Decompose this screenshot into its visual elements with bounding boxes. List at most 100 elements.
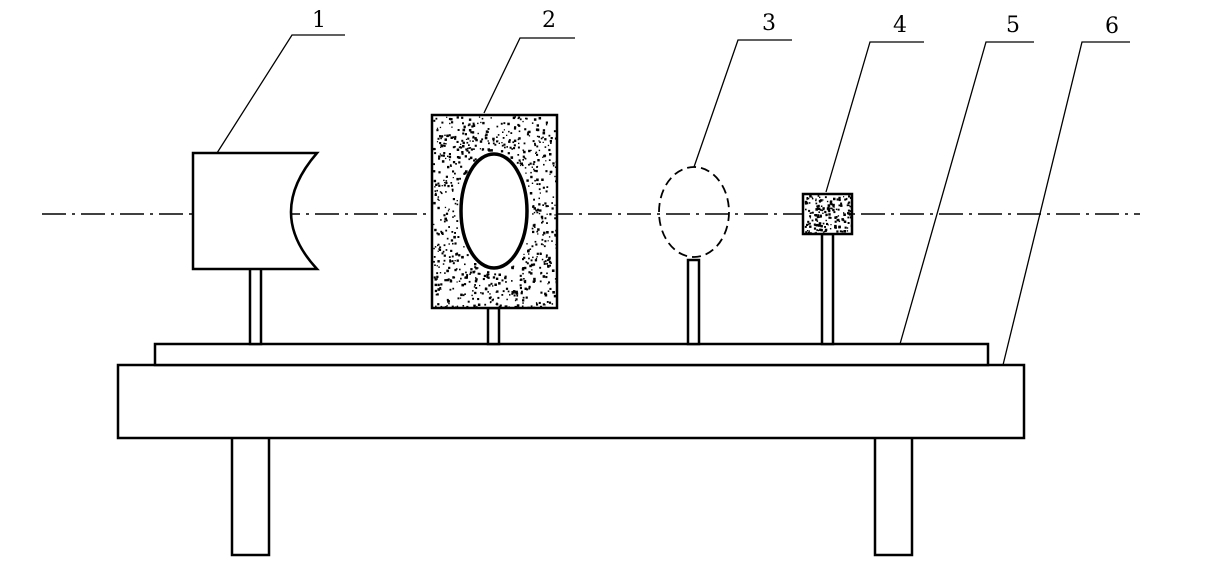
speckle-dot [818,222,822,225]
speckle-dot [551,207,554,210]
speckle-dot [825,219,827,222]
speckle-dot [826,200,829,203]
speckle-dot [447,165,450,169]
speckle-dot [445,229,448,232]
speckle-dot [536,178,539,182]
speckle-dot [459,297,462,299]
speckle-dot [434,228,437,232]
speckle-dot [459,268,461,271]
speckle-dot [445,157,447,160]
speckle-dot [452,276,455,279]
speckle-dot [487,140,489,142]
speckle-dot [462,145,465,148]
speckle-dot [538,203,541,206]
speckle-dot [457,182,460,184]
speckle-dot [822,231,825,233]
speckle-dot [815,208,818,211]
speckle-dot [443,254,446,257]
speckle-dot [450,165,452,167]
speckle-dot [548,236,551,238]
speckle-dot [554,175,556,178]
speckle-dot [508,140,511,143]
speckle-dot [454,202,457,205]
callout-3: 3 [762,11,776,36]
speckle-dot [818,207,821,210]
speckle-dot [533,211,536,214]
speckle-dot [830,224,832,226]
speckle-dot [518,130,521,133]
speckle-dot [534,142,536,145]
speckle-texture [433,116,557,308]
speckle-dot [538,183,541,186]
speckle-dot [536,303,539,306]
speckle-dot [836,230,839,233]
post-2 [486,306,501,346]
speckle-dot [824,226,826,228]
speckle-dot [515,290,518,294]
speckle-dot [472,122,475,125]
speckle-dot [490,282,493,285]
speckle-dot [511,280,513,282]
speckle-dot [436,275,439,278]
speckle-dot [543,154,546,158]
speckle-dot [494,273,497,276]
speckle-dot [538,117,542,120]
speckle-dot [547,144,550,147]
speckle-dot [822,222,825,225]
speckle-dot [821,209,823,212]
speckle-dot [848,195,851,198]
speckle-dot [534,226,536,228]
speckle-dot [510,156,514,159]
speckle-dot [538,209,541,212]
speckle-dot [525,296,528,299]
speckle-dot [843,196,845,198]
speckle-dot [522,272,524,275]
speckle-dot [448,300,450,302]
speckle-dot [434,152,437,155]
speckle-dot [540,137,543,140]
speckle-dot [465,148,468,151]
speckle-dot [453,235,456,239]
callout-5: 5 [1006,13,1020,38]
speckle-dot [489,293,491,295]
speckle-dot [514,305,517,308]
speckle-dot [519,162,521,165]
speckle-dot [541,178,544,181]
speckle-dot [474,158,477,161]
speckle-dot [542,131,546,135]
speckle-dot [447,155,449,157]
speckle-dot [487,291,489,293]
speckle-dot [531,269,533,271]
component-3-lens [658,166,730,346]
callout-4: 4 [893,13,907,38]
speckle-dot [468,118,472,121]
speckle-dot [448,243,450,245]
leader-line-3 [693,39,792,168]
speckle-dot [494,283,497,286]
speckle-dot [481,292,484,295]
speckle-dot [512,290,516,293]
speckle-dot [522,164,524,167]
speckle-dot [822,199,824,201]
speckle-dot [475,138,478,142]
speckle-dot [448,266,451,269]
speckle-dot [477,303,481,306]
speckle-dot [524,167,527,169]
speckle-dot [541,221,543,224]
speckle-dot [444,182,446,184]
speckle-dot [549,287,552,290]
speckle-dot [843,213,846,216]
speckle-dot [465,138,468,140]
speckle-dot [510,132,513,134]
speckle-dot [507,152,510,155]
speckle-dot [516,294,519,297]
speckle-dot [519,287,522,290]
speckle-dot [532,163,535,166]
speckle-dot [522,302,524,304]
speckle-dot [817,229,820,232]
speckle-dot [445,175,448,178]
speckle-dot [484,303,487,306]
speckle-dot [474,144,477,147]
speckle-dot [436,189,438,192]
